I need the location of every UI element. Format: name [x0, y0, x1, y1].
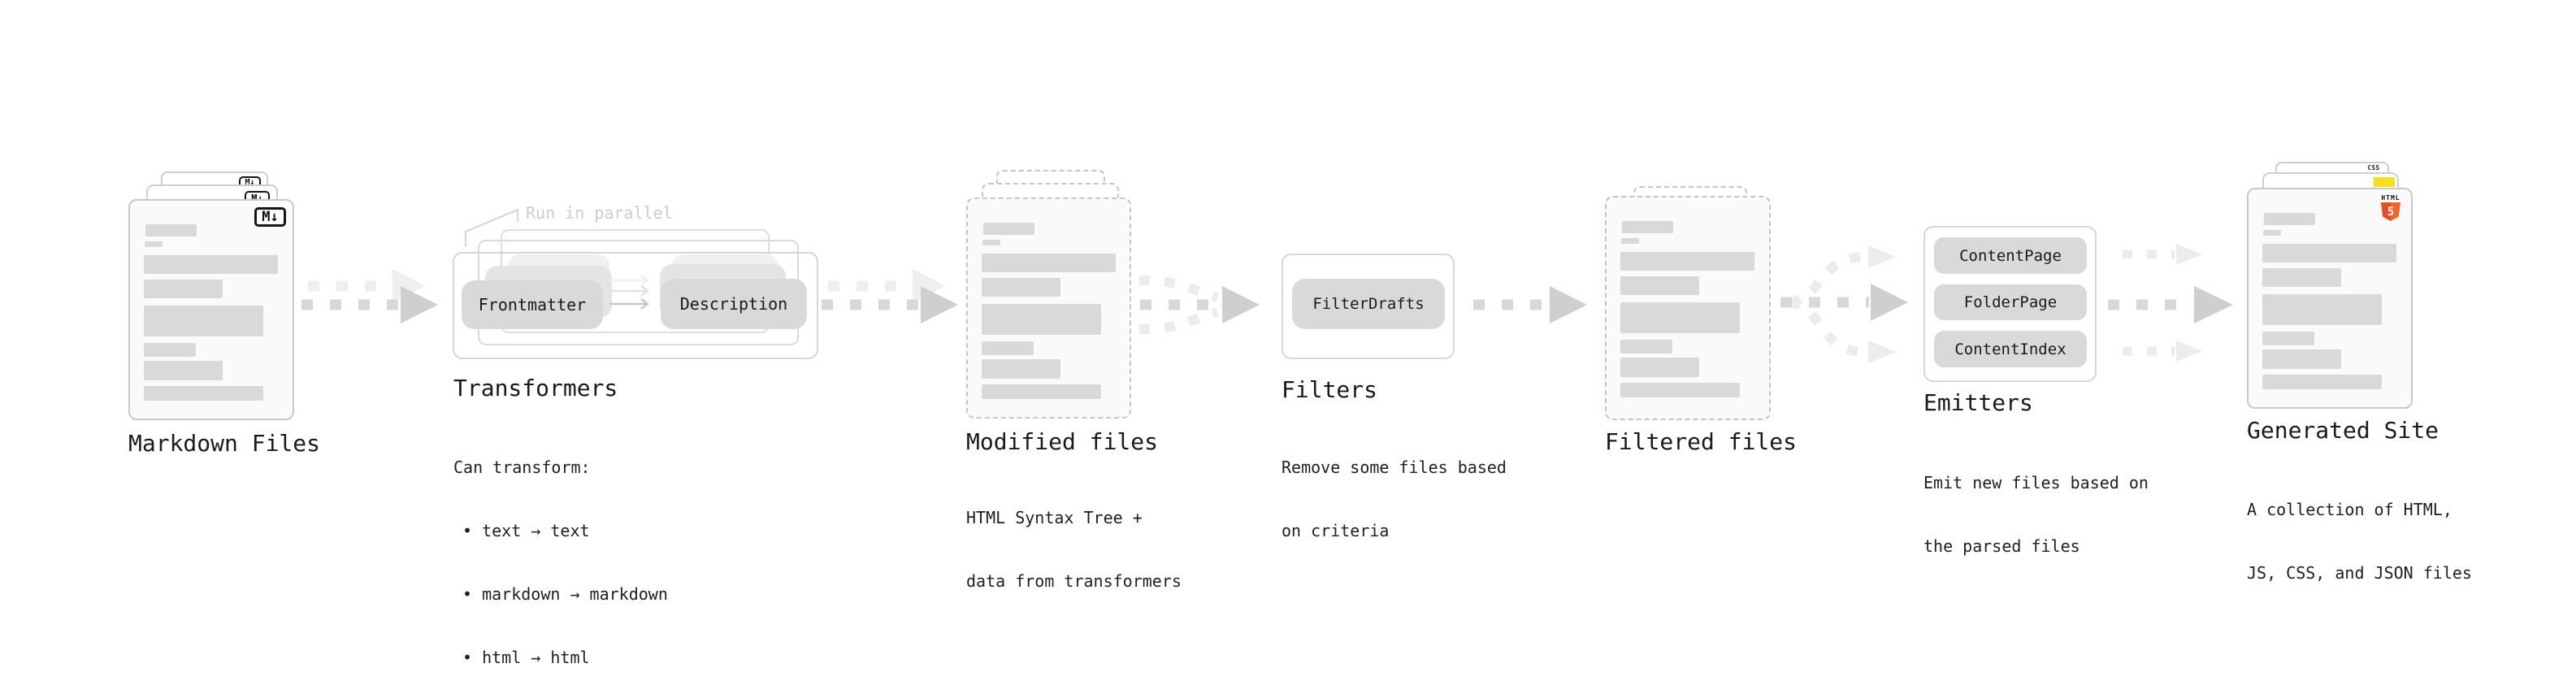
subtitle-line: • html → html [462, 648, 590, 667]
js-icon [2374, 177, 2395, 187]
run-in-parallel-leader-line [464, 208, 519, 246]
run-in-parallel-label: Run in parallel [526, 203, 673, 223]
doc-text-bar [2263, 230, 2281, 236]
arrow-emitters-to-generated [2108, 244, 2233, 362]
subtitle-line: Emit new files based on [1923, 473, 2149, 492]
doc-text-bar [2262, 332, 2314, 345]
doc-text-bar [982, 240, 1000, 245]
doc-text-bar [1620, 358, 1699, 377]
subtitle-line: JS, CSS, and JSON files [2247, 563, 2472, 583]
modified-file-card-front [966, 197, 1131, 419]
doc-text-bar [1620, 383, 1740, 397]
stage-title-generated-site: Generated Site [2247, 417, 2439, 444]
markdown-icon: M↓ [254, 207, 286, 227]
doc-text-bar [144, 306, 263, 336]
html5-label: HTML [2381, 194, 2400, 202]
doc-text-bar [982, 278, 1060, 297]
transformers-subtitle: Can transform: • text → text • markdown … [453, 414, 668, 681]
pill-contentpage: ContentPage [1934, 237, 2087, 274]
doc-text-bar [982, 341, 1034, 355]
html5-icon: HTML 5 [2380, 194, 2401, 221]
modified-files-subtitle: HTML Syntax Tree + data from transformer… [966, 465, 1182, 634]
doc-text-bar [1620, 340, 1672, 354]
stage-title-modified-files: Modified files [966, 428, 1159, 455]
doc-text-bar [144, 343, 196, 357]
doc-text-bar [2262, 268, 2341, 287]
doc-text-bar [1620, 302, 1740, 333]
doc-text-bar [144, 386, 263, 401]
pill-contentindex: ContentIndex [1934, 331, 2087, 367]
transformer-mini-arrows [609, 275, 650, 310]
doc-text-bar [144, 361, 223, 380]
doc-text-bar [983, 223, 1034, 235]
doc-text-bar [144, 280, 223, 298]
doc-text-bar [1620, 252, 1754, 271]
subtitle-line: the parsed files [1923, 536, 2080, 556]
pill-frontmatter: Frontmatter [462, 280, 603, 329]
pill-description: Description [661, 279, 807, 329]
doc-text-bar [1622, 221, 1673, 233]
arrow-modified-to-filters-merge [1138, 275, 1260, 334]
transformer-layer-front [453, 252, 818, 359]
doc-text-bar [2262, 244, 2396, 262]
doc-text-bar [144, 255, 278, 274]
subtitle-line: data from transformers [966, 571, 1182, 591]
pill-filterdrafts: FilterDrafts [1292, 279, 1445, 329]
arrow-transformers-to-modified [822, 269, 958, 323]
subtitle-line: HTML Syntax Tree + [966, 508, 1143, 527]
filters-box [1281, 254, 1455, 359]
arrow-markdown-to-transformers [301, 269, 438, 323]
doc-text-bar [982, 254, 1116, 272]
doc-text-bar [145, 241, 163, 247]
emitters-subtitle: Emit new files based on the parsed files [1923, 430, 2149, 599]
doc-text-bar [1621, 238, 1639, 244]
doc-text-bar [982, 359, 1060, 379]
css-label: CSS [2367, 164, 2380, 171]
doc-text-bar [2262, 294, 2382, 325]
subtitle-line: Can transform: [453, 458, 591, 477]
doc-text-bar [1620, 276, 1699, 295]
subtitle-line: on criteria [1281, 521, 1390, 540]
generated-file-card-html: HTML 5 [2247, 188, 2413, 409]
html5-shield: 5 [2381, 202, 2400, 221]
html5-number: 5 [2387, 205, 2395, 219]
stage-title-transformers: Transformers [453, 375, 618, 401]
markdown-file-card-front: M↓ [128, 199, 294, 420]
stage-title-filters: Filters [1281, 376, 1378, 403]
doc-text-bar [2264, 213, 2315, 225]
subtitle-line: • text → text [462, 521, 590, 540]
stage-title-filtered-files: Filtered files [1605, 428, 1798, 455]
arrow-filters-to-filtered [1473, 286, 1587, 323]
doc-text-bar [982, 304, 1101, 335]
pill-folderpage: FolderPage [1934, 284, 2087, 320]
filtered-file-card-front [1605, 196, 1771, 420]
doc-text-bar [2262, 375, 2382, 389]
doc-text-bar [2262, 349, 2341, 369]
filters-subtitle: Remove some files based on criteria [1281, 414, 1507, 583]
subtitle-line: A collection of HTML, [2247, 500, 2452, 519]
stage-title-emitters: Emitters [1923, 389, 2033, 416]
emitters-box [1923, 226, 2097, 382]
subtitle-line: • markdown → markdown [462, 584, 668, 604]
doc-text-bar [982, 384, 1101, 399]
subtitle-line: Remove some files based [1281, 458, 1507, 477]
generated-site-subtitle: A collection of HTML, JS, CSS, and JSON … [2247, 457, 2472, 626]
doc-text-bar [145, 224, 197, 236]
stage-title-markdown-files: Markdown Files [128, 430, 321, 457]
arrow-filtered-to-emitters-fanout [1780, 245, 1908, 363]
